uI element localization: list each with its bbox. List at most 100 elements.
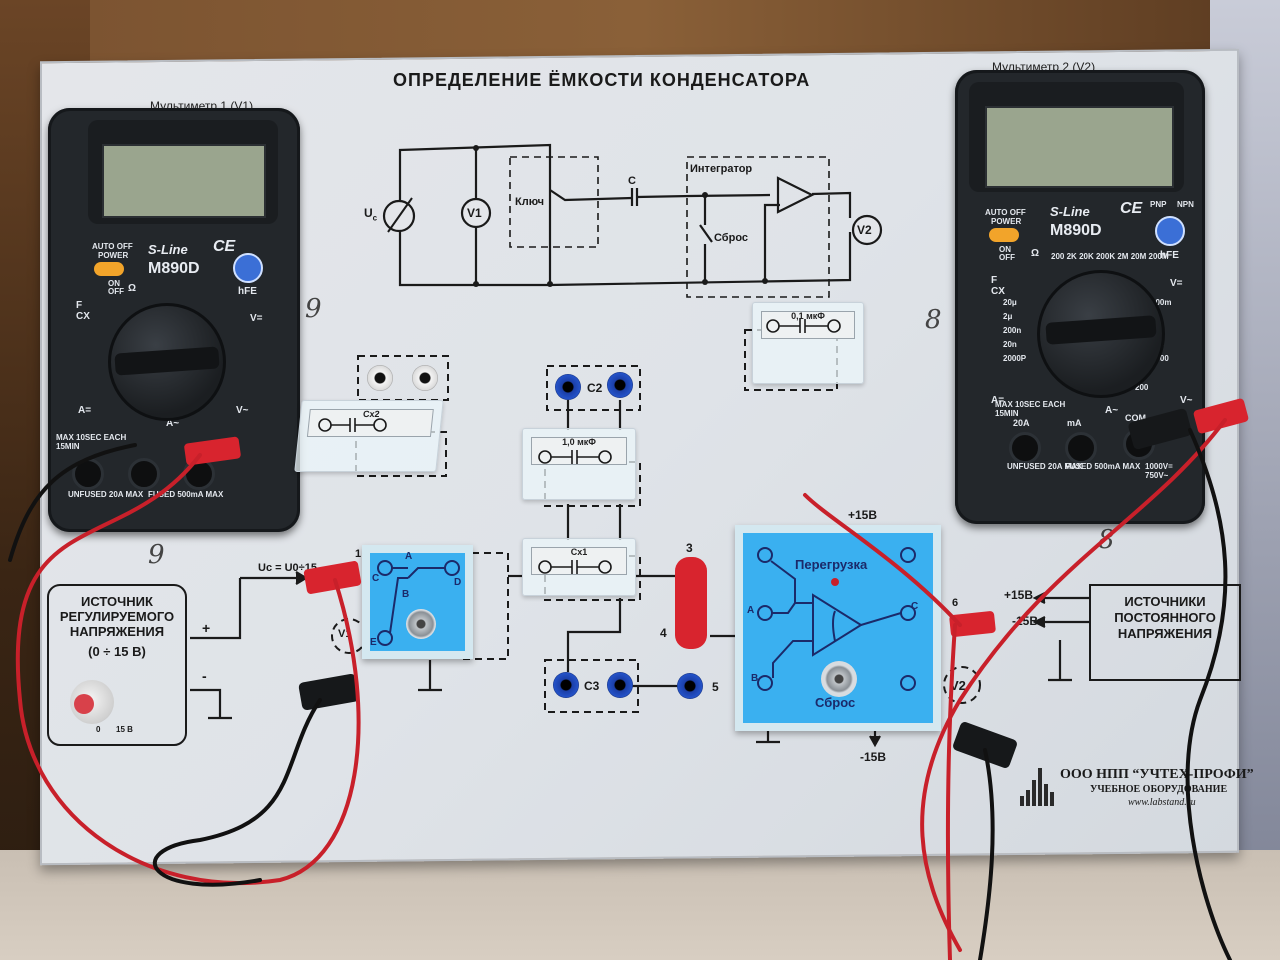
capacitor-module-1uf[interactable]: 1,0 мкФ bbox=[522, 428, 636, 500]
switch-pin-d: D bbox=[454, 577, 462, 588]
mm1-brand: S-Line bbox=[148, 242, 188, 257]
mm2-fused: FUSED 500mA MAX bbox=[1065, 462, 1141, 471]
switch-module-diagram bbox=[377, 560, 460, 646]
mm1-hfe-label: hFE bbox=[238, 286, 257, 297]
terminal-1-label: 1 bbox=[355, 548, 362, 560]
mm1-off: OFF bbox=[108, 287, 124, 296]
background-desk bbox=[0, 850, 1280, 960]
integrator-reset-label: Сброс bbox=[815, 695, 856, 710]
terminal-4-label: 4 bbox=[660, 626, 667, 640]
integrator-pin-b: B bbox=[751, 673, 759, 684]
mm2-acv-label: V~ bbox=[1180, 395, 1193, 406]
source-plus-label: + bbox=[202, 620, 211, 636]
mm1-rotary-dial[interactable] bbox=[108, 303, 226, 421]
mm2-power-button[interactable] bbox=[989, 228, 1019, 242]
terminal-5-socket[interactable] bbox=[677, 673, 703, 699]
mm2-cap-label: F CX bbox=[991, 275, 1005, 297]
manufacturer-subtitle: УЧЕБНОЕ ОБОРУДОВАНИЕ bbox=[1090, 784, 1228, 795]
constant-minus15-label: -15В bbox=[1012, 614, 1039, 628]
voltage-knob[interactable] bbox=[70, 680, 114, 724]
cx2-socket-left[interactable] bbox=[367, 365, 393, 391]
cx2-label-plate: Cx2 bbox=[306, 409, 434, 437]
mm2-npn: NPN bbox=[1177, 200, 1194, 209]
mm2-jack-20a[interactable] bbox=[1009, 432, 1041, 464]
knob-cap bbox=[74, 694, 94, 714]
capacitor-module-cx2[interactable]: Cx2 bbox=[294, 400, 444, 472]
mm1-on: ON bbox=[108, 279, 120, 288]
mm1-power-button[interactable] bbox=[94, 262, 124, 276]
mm2-power-label: POWER bbox=[991, 217, 1022, 226]
mm1-hfe-socket[interactable] bbox=[233, 253, 263, 283]
mm2-auto-off: AUTO OFF bbox=[985, 208, 1026, 217]
key-toggle-switch[interactable] bbox=[406, 609, 436, 639]
multimeter-1-display bbox=[102, 144, 266, 218]
source-minus-label: - bbox=[202, 668, 207, 684]
schematic-capacitor-label: C bbox=[628, 175, 636, 187]
regulated-source-range: (0 ÷ 15 В) bbox=[88, 644, 146, 659]
mm1-warning: MAX 10SEC EACH 15MIN bbox=[56, 433, 127, 451]
mm2-max-voltage: 1000V= 750V~ bbox=[1145, 462, 1173, 480]
integrator-overload-label: Перегрузка bbox=[795, 557, 868, 572]
handwritten-number-left-bottom: 9 bbox=[148, 540, 165, 570]
mm2-rotary-dial[interactable] bbox=[1037, 270, 1165, 398]
mm1-dial-pointer bbox=[114, 346, 220, 376]
cx2-socket-right[interactable] bbox=[412, 365, 438, 391]
c1uf-label-plate: 1,0 мкФ bbox=[531, 437, 627, 465]
integrator-pin-a: A bbox=[747, 605, 755, 616]
handwritten-number-left: 9 bbox=[305, 294, 322, 324]
mm2-jack-20a-label: 20A bbox=[1013, 418, 1030, 428]
mm2-jack-ma-label: mA bbox=[1067, 418, 1082, 428]
mm2-hfe-socket[interactable] bbox=[1155, 216, 1185, 246]
capacitor-module-cx1[interactable]: Cx1 bbox=[522, 538, 636, 596]
overload-led bbox=[831, 578, 839, 586]
mm2-jack-ma[interactable] bbox=[1065, 432, 1097, 464]
schematic-v2-label: V2 bbox=[857, 223, 872, 237]
mm2-ohm-ranges: 200 2K 20K 200K 2M 20M 200M bbox=[1051, 252, 1169, 261]
mm2-dcv-label: V= bbox=[1170, 278, 1183, 289]
mm1-model: M890D bbox=[148, 260, 200, 277]
reset-toggle-switch[interactable] bbox=[821, 661, 857, 697]
knob-max-label: 15 В bbox=[116, 725, 133, 734]
regulated-source-title: ИСТОЧНИК РЕГУЛИРУЕМОГО НАПРЯЖЕНИЯ bbox=[59, 594, 175, 639]
multimeter-2-display bbox=[985, 106, 1174, 188]
switch-module[interactable]: A B C D E bbox=[362, 545, 473, 659]
handwritten-number-right-bottom: 8 bbox=[1098, 525, 1115, 555]
schematic-reset-label: Сброс bbox=[714, 232, 749, 244]
v1-dashed-label: V1 bbox=[338, 628, 352, 640]
c3-socket-right[interactable] bbox=[607, 672, 633, 698]
mm2-brand: S-Line bbox=[1050, 204, 1090, 219]
cx1-label-plate: Cx1 bbox=[531, 547, 627, 575]
switch-pin-e: E bbox=[370, 637, 377, 648]
mm2-off: OFF bbox=[999, 253, 1015, 262]
mm1-jack-20a[interactable] bbox=[72, 458, 104, 490]
mm1-auto-off: AUTO OFF bbox=[92, 242, 133, 251]
constant-plus15-label: +15В bbox=[1004, 588, 1034, 602]
mm2-hfe-label: hFE bbox=[1160, 250, 1179, 261]
jumper-3-4[interactable] bbox=[675, 557, 707, 649]
c2-socket-left[interactable] bbox=[555, 374, 581, 400]
c2-socket-right[interactable] bbox=[607, 372, 633, 398]
mm2-dca-label: A= bbox=[991, 395, 1005, 406]
red-plug-terminal-6[interactable] bbox=[948, 610, 997, 638]
integrator-pin-c: C bbox=[911, 601, 919, 612]
manufacturer-url[interactable]: www.labstand.ru bbox=[1128, 797, 1196, 808]
mm1-power-label: POWER bbox=[98, 251, 129, 260]
mm1-fused: FUSED 500mA MAX bbox=[148, 490, 224, 499]
manufacturer-name: ООО НПП “УЧТЕХ-ПРОФИ” bbox=[1060, 767, 1254, 782]
capacitor-module-01uf[interactable]: 0,1 мкФ bbox=[752, 302, 864, 384]
c01uf-label-plate: 0,1 мкФ bbox=[761, 311, 855, 339]
switch-pin-c: C bbox=[372, 573, 380, 584]
mm1-cap-label: F CX bbox=[76, 300, 90, 322]
constant-source-title: ИСТОЧНИКИ ПОСТОЯННОГО НАПРЯЖЕНИЯ bbox=[1114, 594, 1216, 641]
switch-pin-a: A bbox=[405, 551, 413, 562]
multimeter-2: AUTO OFF POWER ON OFF S-Line CE M890D PN… bbox=[955, 70, 1205, 524]
switch-pin-b: B bbox=[402, 589, 410, 600]
mm1-jack-ma[interactable] bbox=[128, 458, 160, 490]
terminal-5-label: 5 bbox=[712, 680, 719, 694]
multimeter-1: AUTO OFF POWER ON OFF S-Line CE M890D hF… bbox=[48, 108, 300, 532]
mm2-aca-label: A~ bbox=[1105, 405, 1119, 416]
mm2-ce-mark: CE bbox=[1120, 200, 1143, 217]
c3-socket-left[interactable] bbox=[553, 672, 579, 698]
mm1-ohm-label: Ω bbox=[128, 283, 137, 294]
